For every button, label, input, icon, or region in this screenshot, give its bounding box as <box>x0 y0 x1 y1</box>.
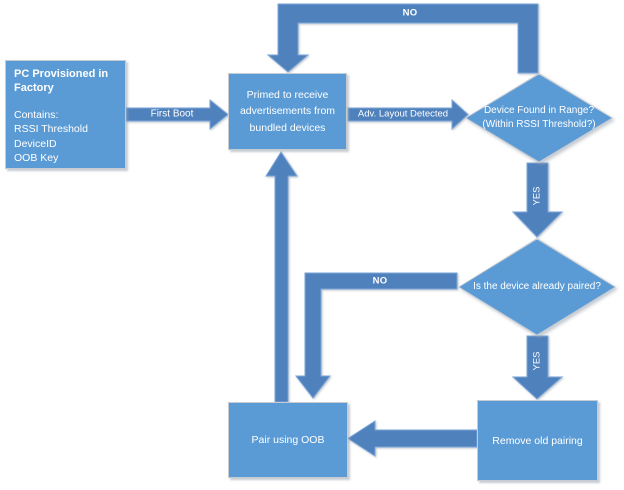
edge-label-no-top: NO <box>402 7 418 19</box>
node-remove-old-pairing: Remove old pairing <box>477 400 598 481</box>
arrow-pair-to-primed <box>265 151 298 403</box>
edge-label-adv-layout-detected: Adv. Layout Detected <box>357 108 449 120</box>
device-found-question-line1: Device Found in Range? <box>483 104 595 116</box>
node-primed-to-receive: Primed to receive advertisements from bu… <box>228 73 347 150</box>
device-found-question-line2: (Within RSSI Threshold?) <box>482 119 596 130</box>
arrow-no-to-pair <box>294 272 458 399</box>
remove-pairing-label: Remove old pairing <box>492 434 583 447</box>
edge-label-yes-range: YES <box>531 186 543 206</box>
edge-label-no-middle: NO <box>372 275 388 287</box>
pair-oob-label: Pair using OOB <box>251 434 325 446</box>
arrow-no-loop-top <box>266 3 539 74</box>
factory-device-id: DeviceID <box>14 137 57 150</box>
decision-device-already-paired: Is the device already paired? <box>458 238 616 336</box>
arrow-remove-to-pair <box>347 420 478 457</box>
factory-rssi-threshold: RSSI Threshold <box>14 123 88 136</box>
arrow-first-boot <box>125 98 229 131</box>
edge-label-yes-paired: YES <box>531 351 543 371</box>
primed-box-label: Primed to receive advertisements from bu… <box>239 89 336 134</box>
factory-contains-label: Contains: <box>14 108 59 121</box>
edge-label-first-boot: First Boot <box>150 108 194 120</box>
node-pair-using-oob: Pair using OOB <box>228 402 348 478</box>
already-paired-question: Is the device already paired? <box>473 280 601 292</box>
decision-device-found-in-range: Device Found in Range? (Within RSSI Thre… <box>465 73 613 163</box>
node-pc-provisioned-factory: PC Provisioned in Factory Contains: RSSI… <box>5 60 126 169</box>
arrow-adv-layout <box>347 98 469 131</box>
arrow-yes-paired <box>511 335 564 400</box>
factory-box-title: PC Provisioned in Factory <box>14 68 109 95</box>
factory-oob-key: OOB Key <box>14 152 59 165</box>
arrow-yes-range <box>511 162 564 238</box>
